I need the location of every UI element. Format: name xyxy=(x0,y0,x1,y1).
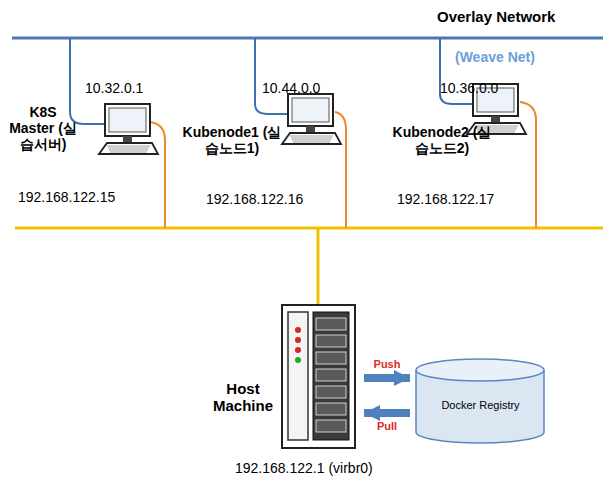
transfer-arrow xyxy=(364,374,410,382)
network-title: Overlay Network xyxy=(437,8,555,25)
ip-address: 10.32.0.1 xyxy=(85,80,143,96)
transfer-arrow xyxy=(364,409,410,417)
host-node: Host Machine192.168.122.1 (virbr0) xyxy=(205,300,360,480)
overlay-bus xyxy=(12,37,603,40)
registry-node: Docker Registry xyxy=(413,355,548,447)
node-name: Kubenode2 (실습노드2) xyxy=(387,124,497,156)
edge-label: Push xyxy=(374,358,401,370)
node-name: Host Machine xyxy=(205,380,281,415)
ip-address: 192.168.122.15 xyxy=(18,189,115,205)
computer-node: 10.44.0.0Kubenode1 (실습노드1) 192.168.122.16 xyxy=(175,78,347,210)
node-name: Kubenode1 (실습노드1) xyxy=(177,124,287,156)
network-subtitle: (Weave Net) xyxy=(455,49,535,65)
physical-bus xyxy=(15,227,603,230)
edge-label: Pull xyxy=(377,420,397,432)
lan-wires xyxy=(150,102,536,228)
computer-node: 10.32.0.1K8S Master (실습서버) 192.168.122.15 xyxy=(6,78,168,210)
ip-address: 10.44.0.0 xyxy=(262,80,320,96)
ip-address: 192.168.122.16 xyxy=(206,191,303,207)
node-name: Docker Registry xyxy=(413,399,548,412)
server-icon xyxy=(282,305,355,448)
ip-address: 192.168.122.1 (virbr0) xyxy=(235,460,373,476)
ip-address: 192.168.122.17 xyxy=(397,191,494,207)
computer-node: 10.36.0.0Kubenode2 (실습노드2) 192.168.122.17 xyxy=(385,78,557,210)
host-uplink xyxy=(317,228,320,305)
node-name: K8S Master (실습서버) xyxy=(6,104,80,152)
ip-address: 10.36.0.0 xyxy=(440,80,498,96)
